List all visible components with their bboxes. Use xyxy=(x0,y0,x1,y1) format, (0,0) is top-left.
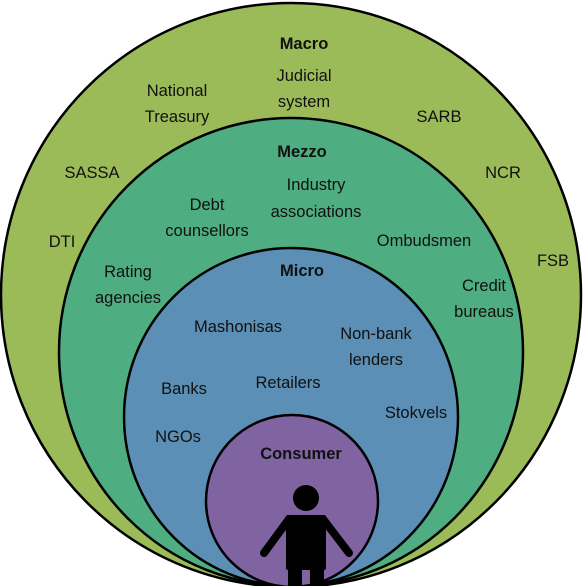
mezzo-label-bureaus: bureaus xyxy=(454,303,514,321)
macro-label-judicial: Judicial xyxy=(276,67,331,85)
micro-title: Micro xyxy=(280,262,324,280)
macro-label-national: National xyxy=(147,82,208,100)
consumer-circle xyxy=(204,413,380,586)
mezzo-label-credit: Credit xyxy=(462,277,506,295)
macro-title: Macro xyxy=(280,35,329,53)
mezzo-label-debt: Debt xyxy=(190,196,225,214)
mezzo-label-associations: associations xyxy=(271,203,362,221)
micro-label-ngos: NGOs xyxy=(155,428,201,446)
mezzo-label-industry: Industry xyxy=(287,176,346,194)
macro-label-treasury: Treasury xyxy=(145,108,210,126)
mezzo-label-agencies: agencies xyxy=(95,289,161,307)
macro-label-sarb: SARB xyxy=(417,108,462,126)
macro-label-sassa: SASSA xyxy=(64,164,119,182)
mezzo-label-counsellors: counsellors xyxy=(165,222,248,240)
macro-label-dti: DTI xyxy=(49,233,76,251)
micro-label-banks: Banks xyxy=(161,380,207,398)
person-icon xyxy=(260,485,353,586)
micro-label-stokvels: Stokvels xyxy=(385,404,447,422)
macro-label-system: system xyxy=(278,93,330,111)
mezzo-label-ombudsmen: Ombudsmen xyxy=(377,232,471,250)
mezzo-title: Mezzo xyxy=(277,143,327,161)
micro-label-retailers: Retailers xyxy=(255,374,320,392)
micro-label-lenders: lenders xyxy=(349,351,403,369)
macro-label-ncr: NCR xyxy=(485,164,521,182)
micro-label-mashonisas: Mashonisas xyxy=(194,318,282,336)
micro-label-nonbank: Non-bank xyxy=(340,325,412,343)
macro-label-fsb: FSB xyxy=(537,252,569,270)
mezzo-label-rating: Rating xyxy=(104,263,152,281)
consumer-title: Consumer xyxy=(260,445,342,463)
